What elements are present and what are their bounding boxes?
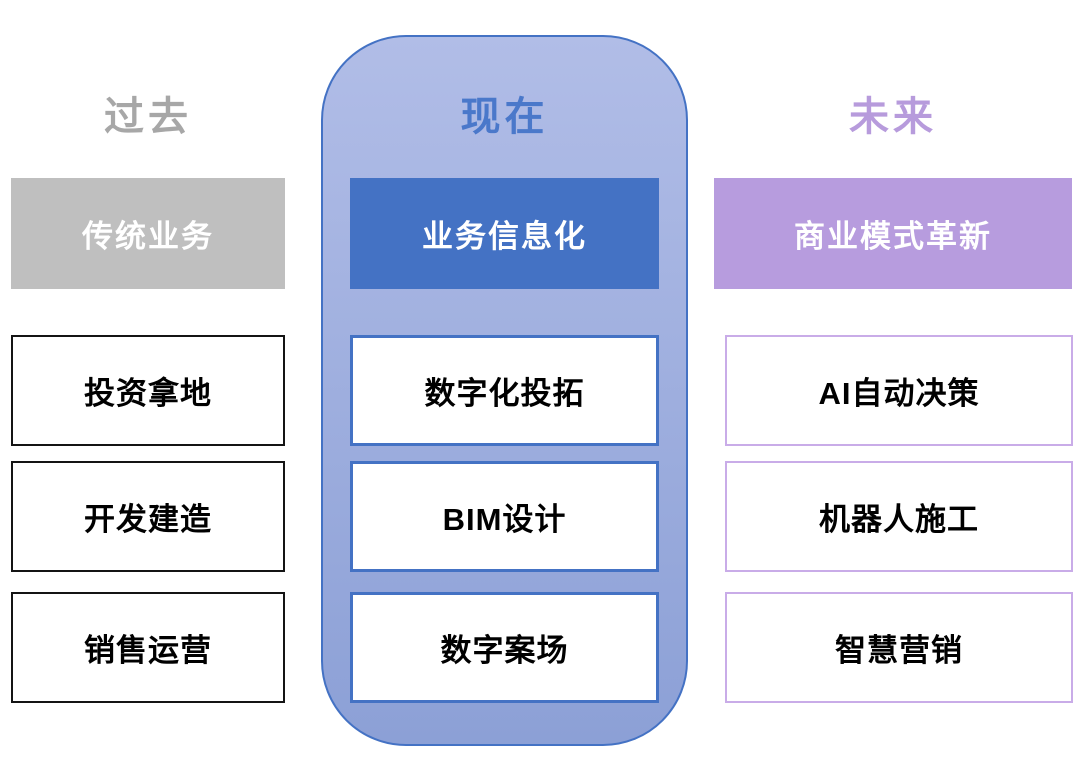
column-header-present: 现在 <box>460 95 549 139</box>
item-box-smart-marketing: 智慧营销 <box>725 592 1073 703</box>
item-box-ai-auto-decision: AI自动决策 <box>725 335 1073 446</box>
column-header-future: 未来 <box>849 95 937 139</box>
item-box-bim-design: BIM设计 <box>350 461 659 572</box>
item-box-digital-sales-site: 数字案场 <box>350 592 659 703</box>
category-box-business-model-innovation: 商业模式革新 <box>714 178 1072 289</box>
category-box-traditional-business: 传统业务 <box>11 178 285 289</box>
column-header-past: 过去 <box>104 95 192 139</box>
item-box-robot-construction: 机器人施工 <box>725 461 1073 572</box>
item-box-sales-operation: 销售运营 <box>11 592 285 703</box>
category-box-business-informatization: 业务信息化 <box>350 178 659 289</box>
item-box-development-construction: 开发建造 <box>11 461 285 572</box>
item-box-digital-investment-expansion: 数字化投拓 <box>350 335 659 446</box>
item-box-investment-land: 投资拿地 <box>11 335 285 446</box>
